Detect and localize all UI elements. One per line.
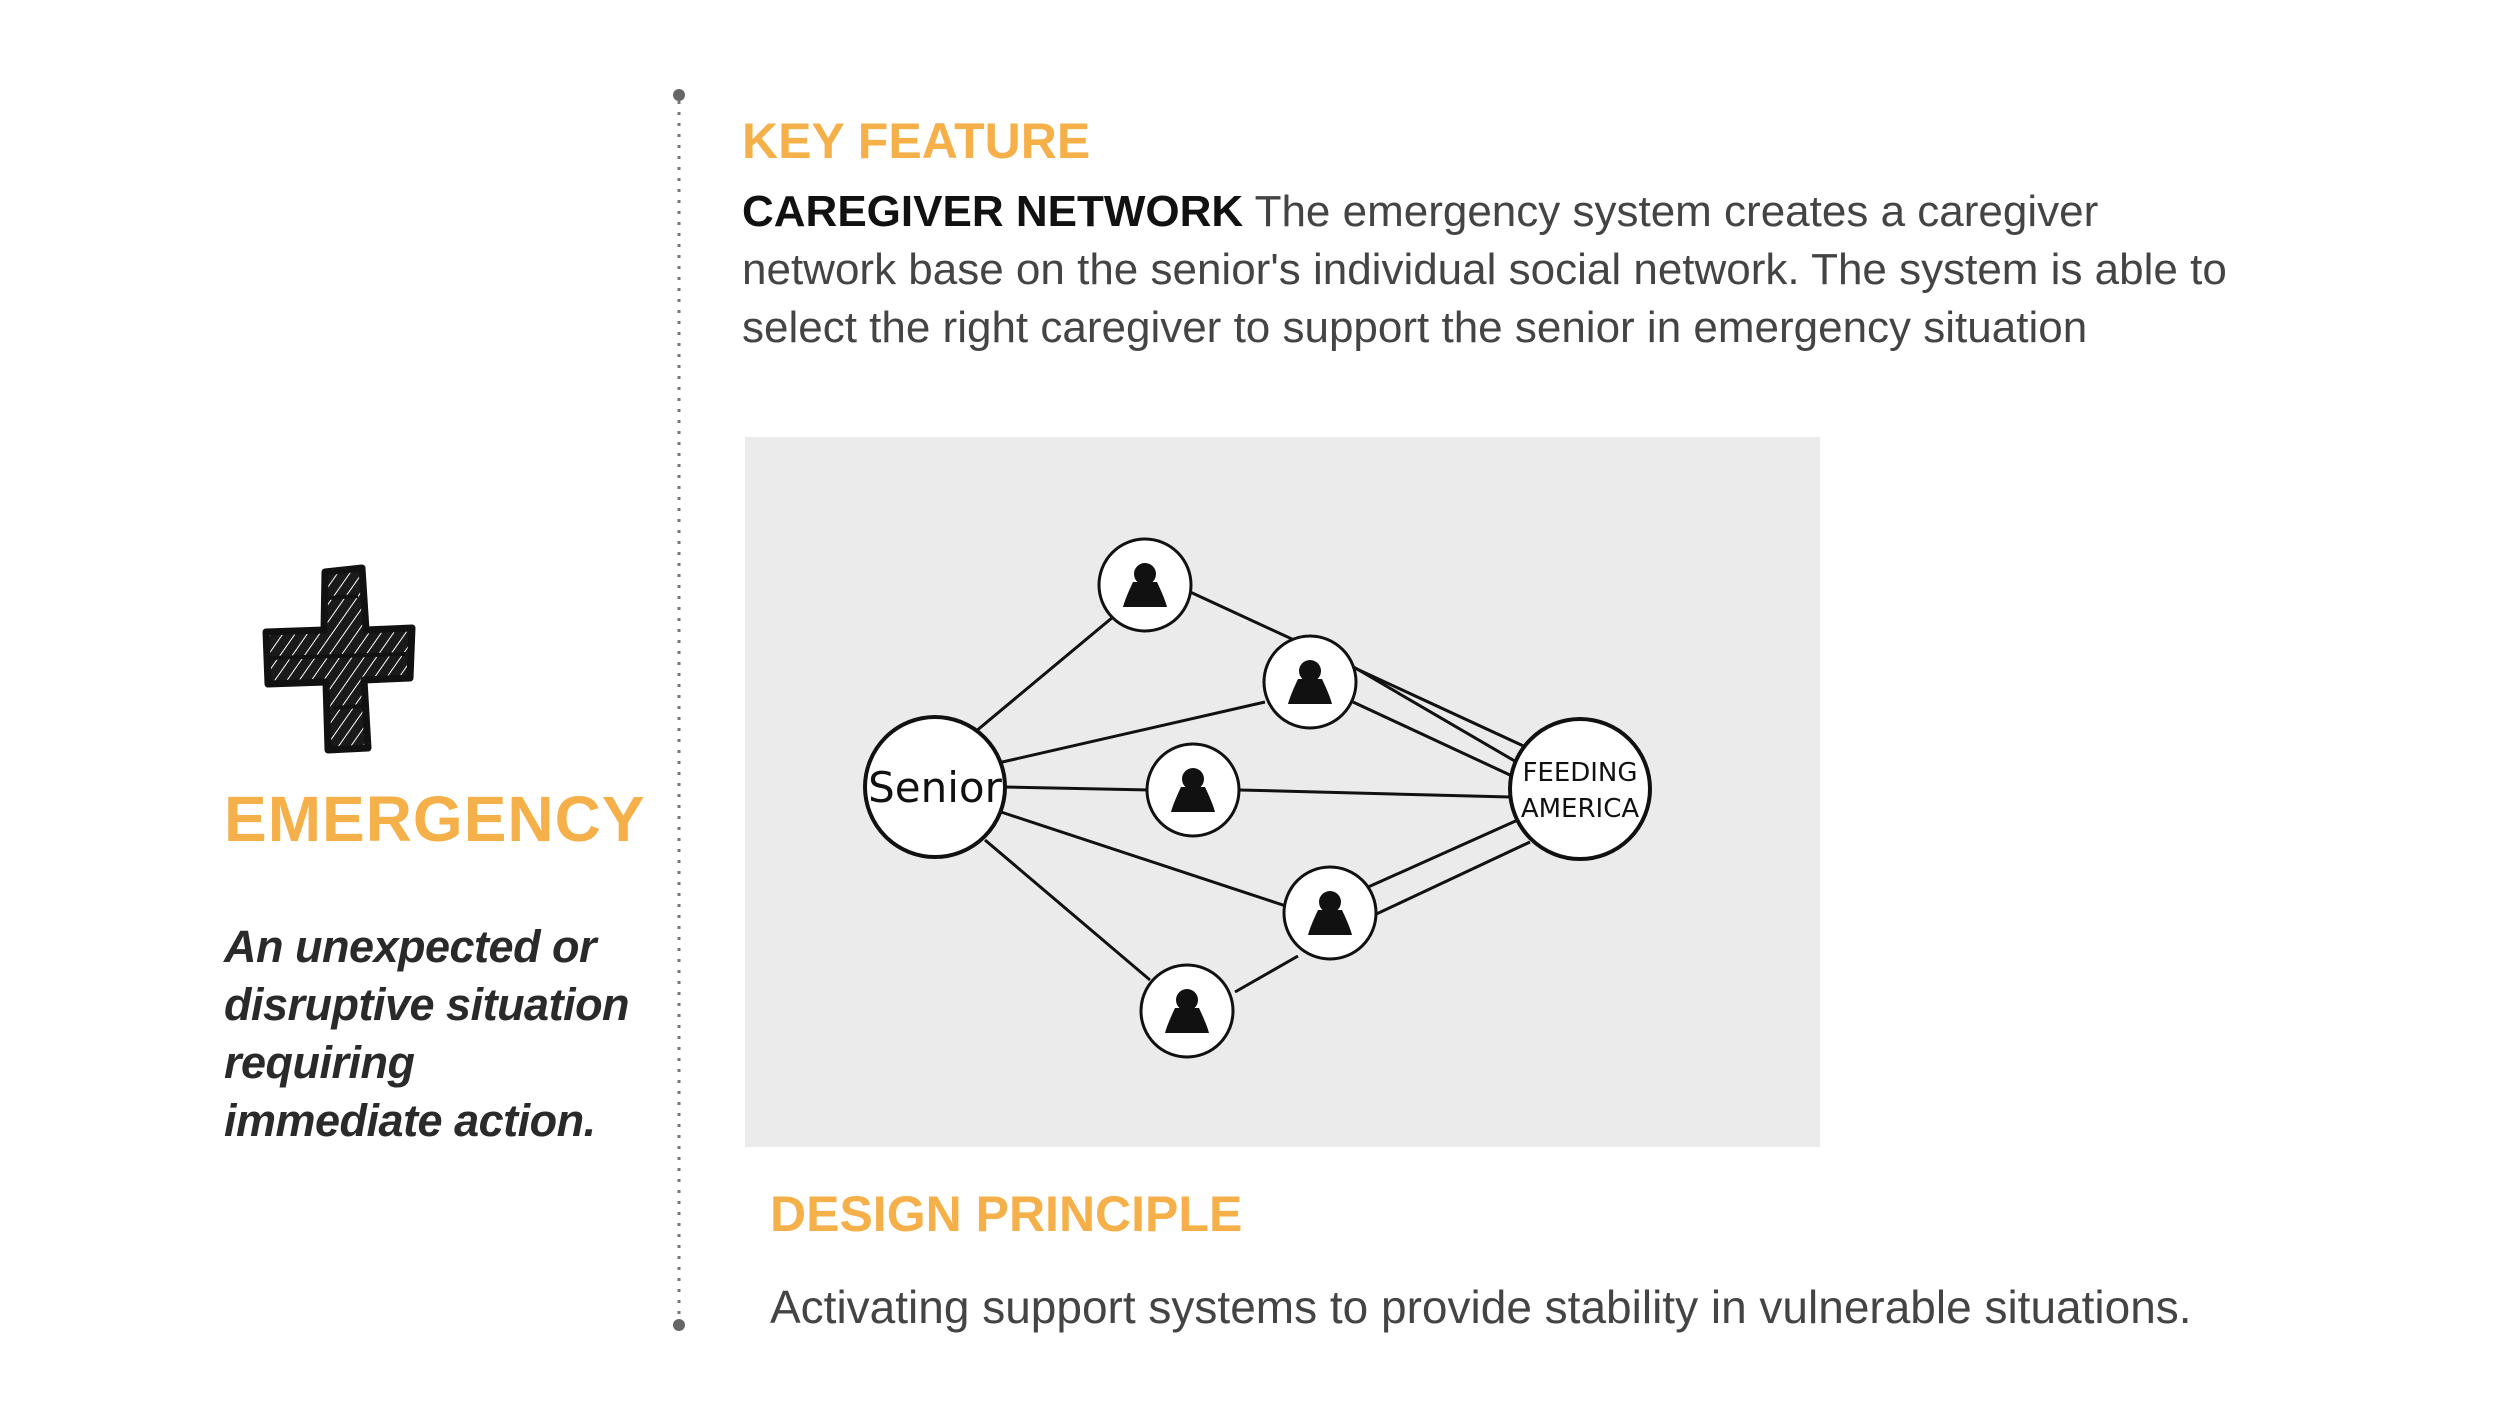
org-label-line1: FEEDING — [1522, 758, 1637, 788]
caregiver-node — [1145, 742, 1241, 838]
key-feature-text: CAREGIVER NETWORK The emergency system c… — [742, 183, 2262, 357]
edge-senior-caregiver-1 — [974, 615, 1114, 734]
caregiver-node — [1262, 634, 1358, 730]
feature-description: The emergency system creates a caregiver… — [742, 187, 2227, 352]
feature-name: CAREGIVER NETWORK — [742, 187, 1244, 236]
design-principle-text: Activating support systems to provide st… — [770, 1281, 2192, 1333]
caregiver-node — [1282, 865, 1378, 961]
edge-senior-caregiver-3 — [1003, 785, 1151, 792]
edge-caregiver-2-org — [1344, 660, 1526, 769]
org-label-line2: AMERICA — [1521, 794, 1640, 824]
senior-node: Senior — [863, 715, 1007, 859]
edge-caregiver-3-org — [1239, 788, 1511, 799]
key-feature-label: KEY FEATURE — [742, 113, 1091, 169]
person-icon — [1165, 989, 1209, 1033]
caregiver-node — [1097, 537, 1193, 633]
emergency-cross-icon — [250, 558, 435, 758]
edge-senior-caregiver-2 — [997, 700, 1266, 765]
caregiver-node — [1139, 963, 1235, 1059]
edge-caregiver-2-org-b — [1352, 700, 1511, 777]
person-icon — [1171, 768, 1215, 812]
edge-caregiver-4-org-b — [1369, 840, 1531, 919]
person-icon — [1123, 563, 1167, 607]
caregiver-network-diagram: Senior FEEDING AMERICA — [745, 437, 1820, 1147]
edge-senior-caregiver-5 — [984, 838, 1151, 982]
person-icon — [1288, 660, 1332, 704]
design-principle-label: DESIGN PRINCIPLE — [770, 1186, 1243, 1242]
edge-senior-caregiver-4 — [997, 809, 1296, 911]
emergency-title: EMERGENCY — [224, 783, 646, 855]
edge-caregiver-4-caregiver-5 — [1234, 954, 1299, 994]
dotted-divider — [669, 85, 689, 1335]
senior-label: Senior — [868, 763, 1002, 812]
emergency-definition: An unexpected or disruptive situation re… — [224, 921, 630, 1146]
network-edges — [974, 589, 1531, 994]
feeding-america-node: FEEDING AMERICA — [1508, 717, 1652, 861]
person-icon — [1308, 891, 1352, 935]
edge-caregiver-4-org — [1356, 817, 1521, 894]
